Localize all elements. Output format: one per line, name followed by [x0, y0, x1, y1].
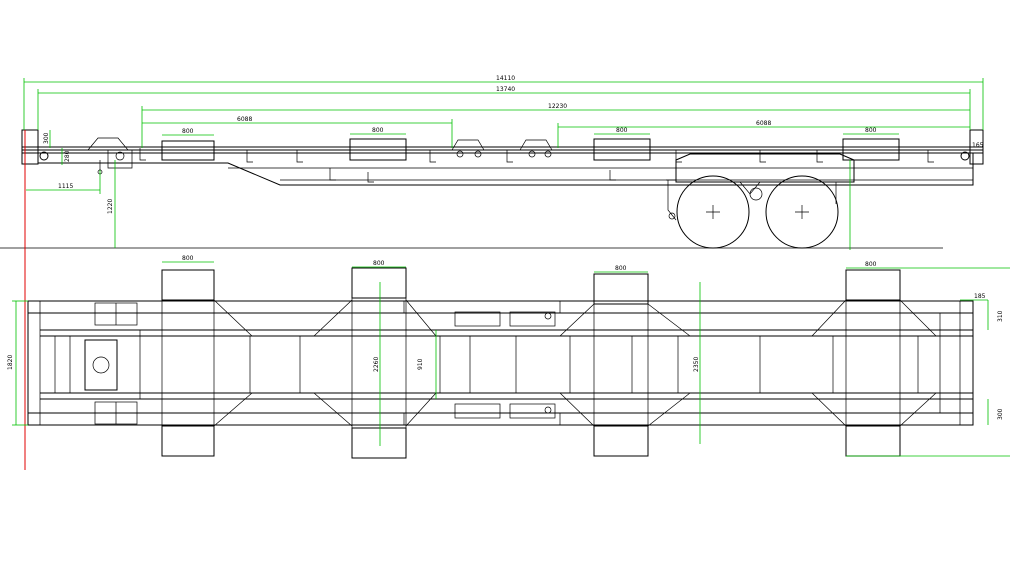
dim-pad-3: 800 — [615, 265, 627, 272]
dim-cross-2: 2260 — [373, 357, 380, 372]
dim-kingpin-span: 12230 — [548, 103, 567, 110]
dim-rear-gap: 6088 — [756, 120, 771, 127]
dim-twistlock-2: 800 — [372, 127, 384, 134]
outrigger-pads — [161, 267, 901, 459]
side-chassis-beam — [21, 129, 984, 186]
dim-rear-height: 165 — [972, 142, 984, 149]
dim-pad-2: 800 — [373, 260, 385, 267]
dim-rear-offset: 185 — [974, 293, 986, 300]
dim-neck-height: 280 — [64, 150, 71, 162]
top-rails — [27, 300, 974, 426]
top-view: 800 800 800 800 1820 2260 910 2350 185 3… — [7, 255, 1010, 459]
side-twistlock-blocks — [161, 138, 900, 161]
dim-overall-length: 14110 — [496, 75, 515, 82]
dim-twistlock-4: 800 — [865, 127, 877, 134]
landing-gear — [87, 137, 133, 175]
container-locks — [451, 139, 553, 158]
dim-kingpin-setback: 1115 — [58, 183, 73, 190]
top-dimensions: 800 800 800 800 1820 2260 910 2350 185 3… — [7, 255, 1010, 457]
dim-twistlock-1: 800 — [182, 128, 194, 135]
dim-leg-height: 1220 — [107, 199, 114, 214]
wheels — [676, 175, 839, 249]
landing-gear-top — [94, 302, 138, 425]
side-view: 14110 13740 12230 6088 6088 800 800 800 … — [0, 75, 984, 250]
dim-rear-bottom: 300 — [997, 408, 1004, 420]
dim-inner-length: 13740 — [496, 86, 515, 93]
dim-front-width: 1820 — [7, 355, 14, 370]
twist-lock-plates — [403, 300, 561, 426]
kingpin-plate — [54, 330, 141, 399]
dim-pad-1: 800 — [182, 255, 194, 262]
dim-twistlock-3: 800 — [616, 127, 628, 134]
dim-rear-top: 310 — [997, 310, 1004, 322]
dim-pad-4: 800 — [865, 261, 877, 268]
dim-cross-3: 2350 — [693, 357, 700, 372]
dim-front-gap: 6088 — [237, 116, 252, 123]
top-cross-members — [249, 313, 941, 413]
diagonal-braces — [213, 299, 937, 427]
dim-inner-width: 910 — [417, 358, 424, 370]
side-dimensions: 14110 13740 12230 6088 6088 800 800 800 … — [23, 75, 984, 250]
rear-suspension — [666, 153, 855, 221]
side-cross-members — [139, 148, 934, 183]
dim-front-height: 300 — [43, 132, 50, 144]
